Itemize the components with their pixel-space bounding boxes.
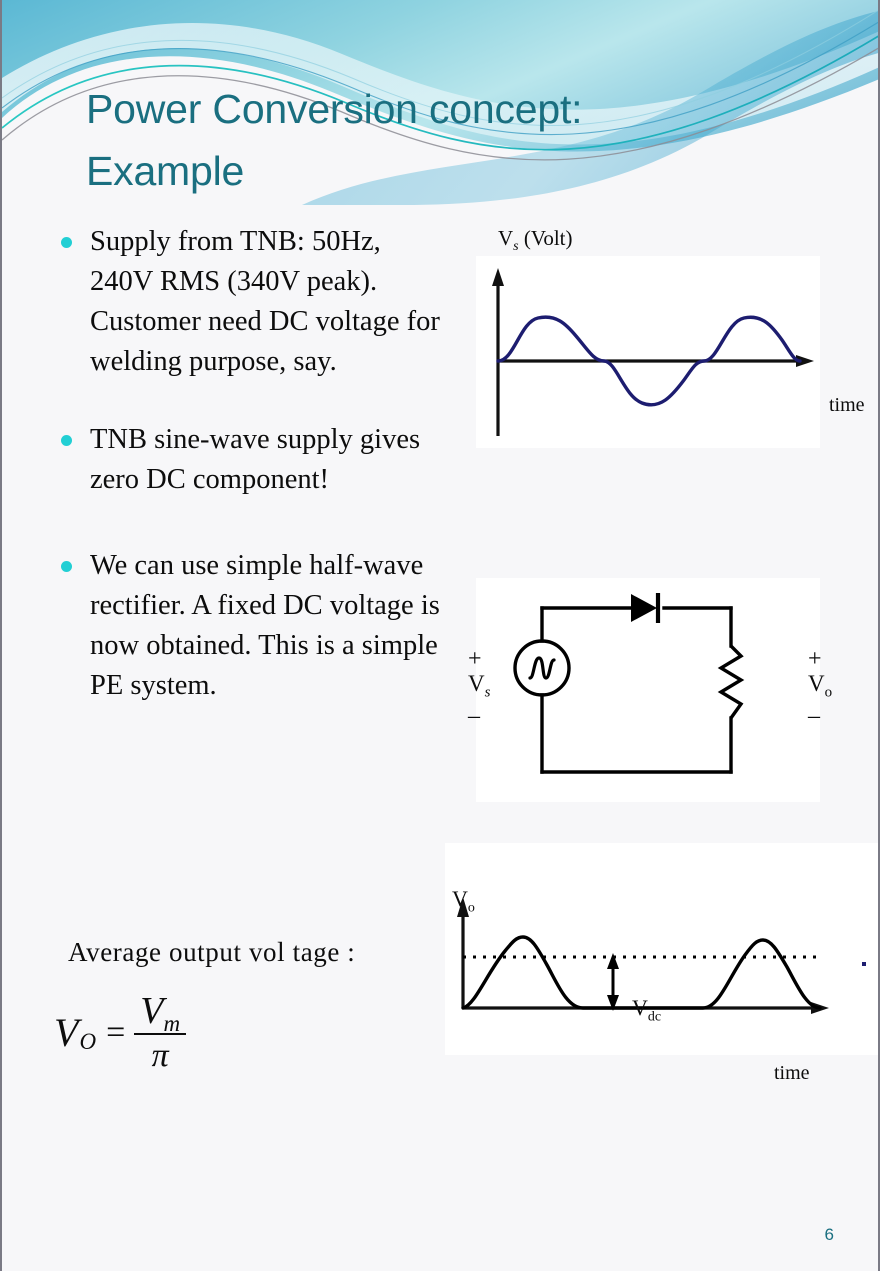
equation-denominator: π: [151, 1037, 169, 1074]
page-number: 6: [824, 1225, 834, 1244]
list-item: We can use simple half-wave rectifier. A…: [57, 546, 447, 706]
list-item-label: We can use simple half-wave rectifier. A…: [90, 550, 440, 701]
rectifier-circuit-figure: [476, 578, 820, 802]
equation-lhs-subscript: O: [79, 1028, 97, 1054]
vdc-measure-label: Vdc: [632, 995, 662, 1025]
stray-dot-mark: [862, 962, 866, 966]
source-plus-sign: +: [468, 646, 482, 672]
supply-waveform-x-axis-label: time: [829, 394, 865, 416]
bullet-dot-icon: [61, 561, 72, 572]
source-voltage-label: Vs: [468, 671, 491, 701]
list-item-label: Supply from TNB: 50Hz, 240V RMS (340V pe…: [90, 226, 440, 377]
list-item: TNB sine-wave supply gives zero DC compo…: [57, 420, 447, 500]
source-minus-sign: –: [468, 703, 480, 729]
output-waveform-x-axis-label: time: [774, 1062, 810, 1084]
equation-lhs-variable: V: [54, 1010, 79, 1055]
bullet-list: Supply from TNB: 50Hz, 240V RMS (340V pe…: [57, 222, 447, 744]
load-voltage-label: Vo: [808, 671, 833, 701]
equation-numerator: Vm: [140, 990, 181, 1036]
list-item-label: TNB sine-wave supply gives zero DC compo…: [90, 424, 421, 495]
header-decoration: [2, 0, 878, 205]
list-item: Supply from TNB: 50Hz, 240V RMS (340V pe…: [57, 222, 447, 382]
fraction-bar: [134, 1033, 187, 1035]
equation-fraction: Vm π: [134, 990, 187, 1074]
output-waveform-figure: [445, 843, 878, 1055]
average-output-voltage-label: Average output vol tage :: [68, 937, 356, 967]
bullet-dot-icon: [61, 435, 72, 446]
load-plus-sign: +: [808, 646, 822, 672]
supply-waveform-y-axis-label: Vs (Volt): [498, 226, 573, 255]
output-waveform-y-axis-label: Vo: [452, 886, 475, 916]
equation-equals-sign: =: [106, 1013, 126, 1051]
load-minus-sign: –: [808, 703, 820, 729]
supply-waveform-figure: [476, 256, 820, 448]
bullet-dot-icon: [61, 237, 72, 248]
page-title: Power Conversion concept: Example: [86, 86, 583, 194]
